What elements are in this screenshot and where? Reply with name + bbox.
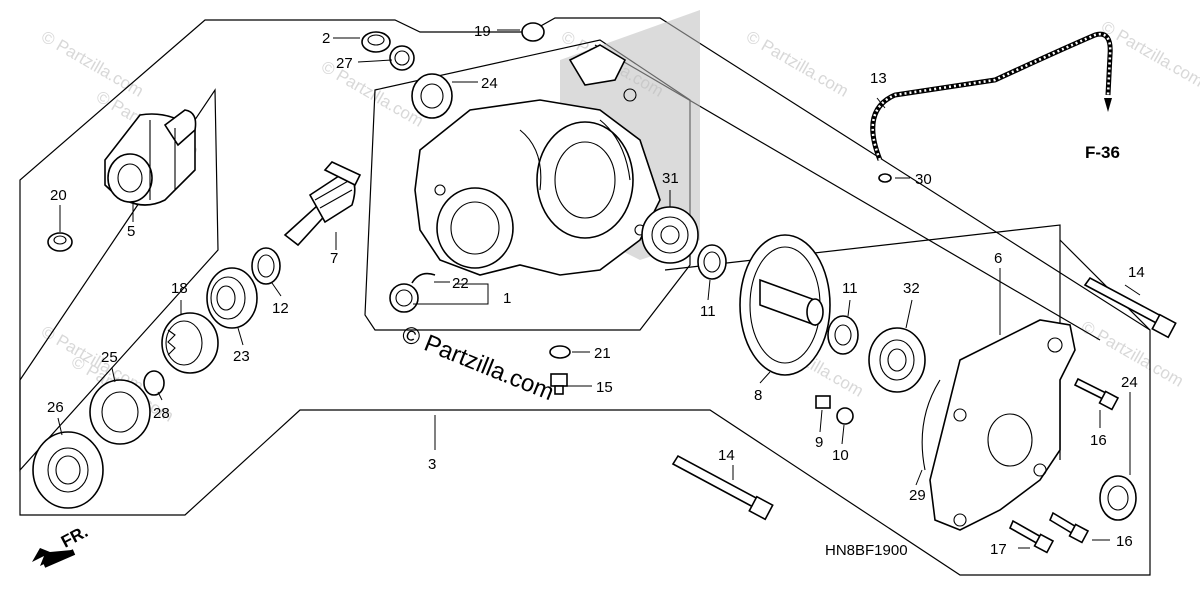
watermark-text: © Partzilla.com	[1098, 17, 1200, 91]
callout-20: 20	[50, 187, 67, 204]
center-watermark-text: © Partzilla.com	[398, 321, 558, 407]
callout-32: 32	[903, 280, 920, 297]
callout-26: 26	[47, 399, 64, 416]
leader-lines	[57, 29, 1141, 549]
part-24-seal-top	[411, 73, 453, 119]
part-10-washer	[836, 407, 854, 425]
callout-23: 23	[233, 348, 250, 365]
callout-6: 6	[994, 250, 1002, 267]
part-19-nut	[521, 22, 545, 42]
part-12-ring	[251, 247, 281, 285]
diagram-code: HN8BF1900	[825, 542, 908, 559]
part-2-plug	[361, 31, 391, 53]
part-17-bolt	[1008, 519, 1055, 554]
part-18-threaded-ring	[161, 312, 219, 374]
front-direction-label: FR.	[58, 522, 91, 552]
callout-15: 15	[596, 379, 613, 396]
part-16-bolt-upper	[1073, 377, 1120, 411]
callout-29: 29	[909, 487, 926, 504]
front-direction-arrow: FR.	[32, 522, 91, 568]
part-21-washer	[549, 345, 571, 359]
part-11-seal-right	[827, 315, 859, 355]
callout-30: 30	[915, 171, 932, 188]
part-26-seal	[32, 431, 104, 509]
part-25-seal	[89, 379, 151, 445]
watermark-text: © Partzilla.com	[38, 27, 147, 101]
part-8-ring-gear	[739, 234, 831, 376]
callout-28: 28	[153, 405, 170, 422]
callout-11-left: 11	[700, 303, 716, 320]
callout-19: 19	[474, 23, 491, 40]
reference-label: F-36	[1085, 143, 1120, 162]
callout-1: 1	[503, 290, 511, 307]
part-28-circlip	[143, 370, 165, 396]
part-30-clip	[878, 173, 892, 183]
callout-7: 7	[330, 250, 338, 267]
part-16-bolt-lower	[1048, 511, 1090, 544]
callout-22: 22	[452, 275, 469, 292]
callout-14-bottom: 14	[718, 447, 735, 464]
callout-2: 2	[322, 30, 330, 47]
callout-21: 21	[594, 345, 611, 362]
callout-17: 17	[990, 541, 1007, 558]
part-3-final-gear-case	[414, 44, 661, 276]
watermark-text: © Partzilla.com	[743, 27, 852, 101]
part-13-breather-tube	[870, 31, 1113, 161]
callout-9: 9	[815, 434, 823, 451]
callout-24: 24	[481, 75, 498, 92]
part-5-coupling	[104, 109, 197, 206]
callout-24-right: 24	[1121, 374, 1138, 391]
callout-5: 5	[127, 223, 135, 240]
watermark-text: © Partzilla.com	[318, 57, 427, 131]
callout-16-lower: 16	[1116, 533, 1133, 550]
part-27-o-ring	[389, 45, 415, 71]
reference-f36: F-36	[1085, 98, 1120, 162]
callout-11-right: 11	[842, 280, 858, 297]
callout-31: 31	[662, 170, 679, 187]
part-14-bolt-right	[1083, 276, 1177, 339]
callout-14-right: 14	[1128, 264, 1145, 281]
part-29-o-ring	[921, 379, 941, 471]
callout-12: 12	[272, 300, 289, 317]
part-22-clip	[389, 272, 436, 313]
part-20-nut	[47, 232, 73, 252]
center-watermark: © Partzilla.com	[398, 321, 558, 407]
callout-3: 3	[428, 456, 436, 473]
callout-25: 25	[101, 349, 118, 366]
callout-8: 8	[754, 387, 762, 404]
callout-18: 18	[171, 280, 188, 297]
callout-27: 27	[336, 55, 353, 72]
part-6-gear-case-cover	[929, 319, 1076, 531]
callout-13: 13	[870, 70, 887, 87]
callout-16-upper: 16	[1090, 432, 1107, 449]
part-9-bolt	[815, 395, 831, 409]
part-15-bolt	[550, 373, 568, 395]
callout-labels: 2 27 19 24 20 5 7 18 12 23 25 28 26 22 1…	[47, 23, 1145, 558]
part-32-bearing	[868, 327, 926, 393]
part-23-bearing	[206, 267, 258, 329]
part-24-seal-right	[1099, 475, 1137, 521]
part-11-seal-left	[697, 244, 727, 280]
part-31-bearing	[641, 206, 699, 264]
part-14-bolt-bottom	[671, 454, 774, 521]
part-7-pinion-gear	[283, 161, 362, 247]
callout-10: 10	[832, 447, 849, 464]
